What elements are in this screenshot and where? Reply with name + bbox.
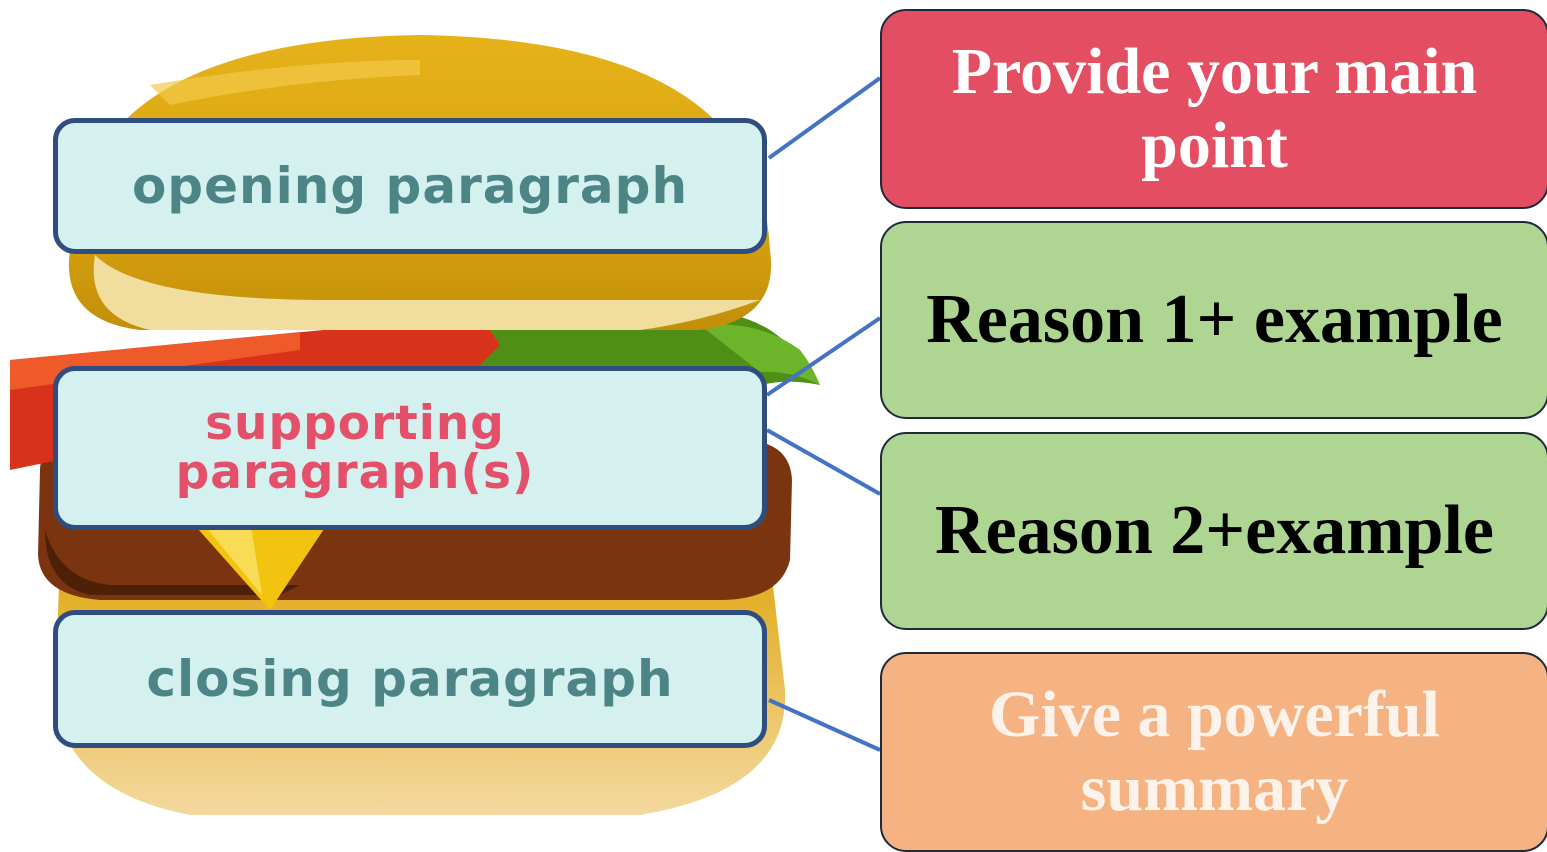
closing-paragraph-text: closing paragraph bbox=[146, 649, 674, 708]
closing-paragraph-label: closing paragraph bbox=[53, 610, 767, 748]
cheese bbox=[190, 520, 330, 610]
supporting-paragraphs-text: supporting paragraph(s) bbox=[175, 395, 535, 500]
reason-1-note: Reason 1+ example bbox=[880, 221, 1547, 419]
opening-paragraph-label: opening paragraph bbox=[53, 118, 767, 254]
reason-2-text: Reason 2+example bbox=[934, 491, 1494, 569]
main-point-text: Provide your main point bbox=[951, 35, 1478, 182]
summary-note: Give a powerful summary bbox=[880, 652, 1547, 852]
connector-supporting-to-reason2 bbox=[766, 428, 881, 496]
supporting-paragraphs-label: supporting paragraph(s) bbox=[53, 366, 767, 530]
summary-text: Give a powerful summary bbox=[989, 678, 1440, 825]
opening-paragraph-text: opening paragraph bbox=[131, 156, 689, 215]
reason-1-text: Reason 1+ example bbox=[926, 280, 1503, 358]
connector-supporting-to-reason1 bbox=[765, 316, 882, 397]
connector-opening-to-main bbox=[767, 76, 882, 160]
connector-closing-to-summary bbox=[768, 698, 881, 752]
main-point-note: Provide your main point bbox=[880, 9, 1547, 209]
reason-2-note: Reason 2+example bbox=[880, 432, 1547, 630]
